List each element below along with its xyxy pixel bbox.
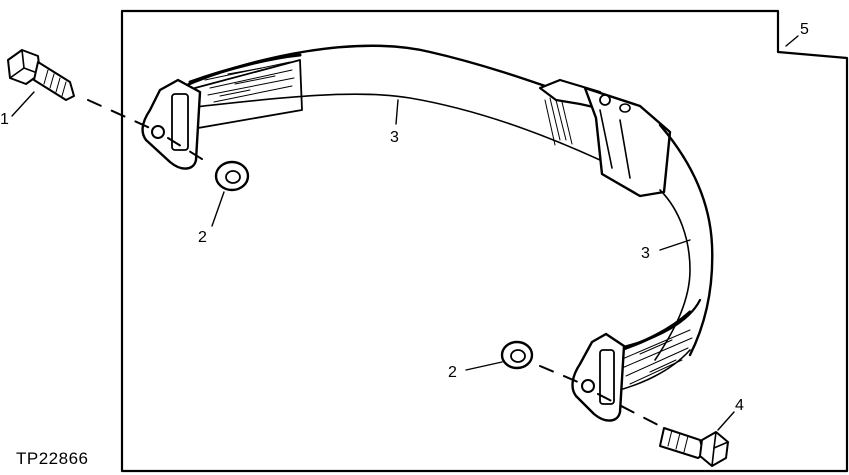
lower-bracket-slot [599,349,615,405]
left-strap-loop [194,59,303,129]
strap-top-edge [188,53,302,84]
lower-bracket-hole [581,379,595,393]
left-bracket-hole [151,125,165,139]
left-bracket-slot [171,93,189,151]
callout-leaders [11,35,799,431]
strap-hatching-lower [619,329,693,385]
washer-top [214,160,250,192]
strap-band-lower [608,298,702,352]
callout-strap-upper: 3 [390,129,399,146]
alignment-lines [87,99,661,427]
callout-washer-bottom: 2 [448,364,457,381]
panel-outline [120,9,849,473]
callout-bolt-top: 1 [0,111,9,128]
cap-screw-top [7,49,75,101]
callout-bolt-bottom: 4 [735,397,744,414]
strap-band-upper-inner [185,93,601,161]
callout-strap-lower: 3 [641,245,650,262]
lower-bracket [571,332,626,422]
strap-assembly [141,44,714,422]
callout-panel: 5 [800,21,809,38]
buckle [538,78,672,198]
strap-band-right-outer [658,123,714,357]
strap-band-right-inner [654,189,691,361]
callout-washer-top: 2 [198,229,207,246]
figure-id: TP22866 [16,449,89,468]
washer-bottom [500,340,534,370]
cap-screw-bottom [659,427,729,467]
strap-hatching-left [204,61,295,103]
